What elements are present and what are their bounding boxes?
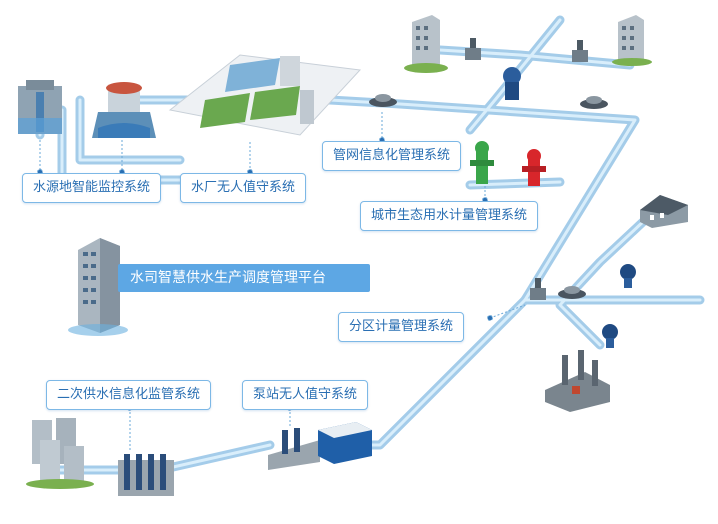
label-district-metering-system[interactable]: 分区计量管理系统 [338,312,465,342]
water-tank-icon [318,422,372,464]
office-building-icon [26,418,94,489]
water-treatment-plant-icon [168,54,362,136]
label-pipe-network-system[interactable]: 管网信息化管理系统 [322,141,462,171]
flow-meter-icon [465,38,481,60]
pipe-sensor-icon [558,286,586,299]
pump-unit-icon [268,428,320,470]
fire-hydrant-icon [470,141,494,184]
pipe-sensor-icon [580,96,608,109]
label-secondary-supply-system[interactable]: 二次供水信息化监管系统 [46,380,212,410]
office-building-icon [404,15,448,73]
flow-meter-icon [602,324,618,348]
factory-icon [545,350,610,412]
water-tower-icon [92,82,156,138]
flow-meter-icon [572,40,588,62]
flow-meter-icon [503,67,521,100]
house-icon [640,195,688,228]
label-city-eco-water-system[interactable]: 城市生态用水计量管理系统 [360,201,539,231]
office-building-icon [612,15,652,66]
water-well-icon [18,80,62,134]
fire-hydrant-icon [522,149,546,186]
pump-unit-icon [118,454,174,496]
platform-title: 水司智慧供水生产调度管理平台 [118,264,370,292]
pipe-sensor-icon [369,94,397,107]
flow-meter-icon [530,278,546,300]
label-water-plant-system[interactable]: 水厂无人值守系统 [180,173,307,203]
flow-meter-icon [620,264,636,288]
label-water-source-system[interactable]: 水源地智能监控系统 [22,173,162,203]
office-building-icon [68,238,128,336]
label-pump-station-system[interactable]: 泵站无人值守系统 [242,380,369,410]
